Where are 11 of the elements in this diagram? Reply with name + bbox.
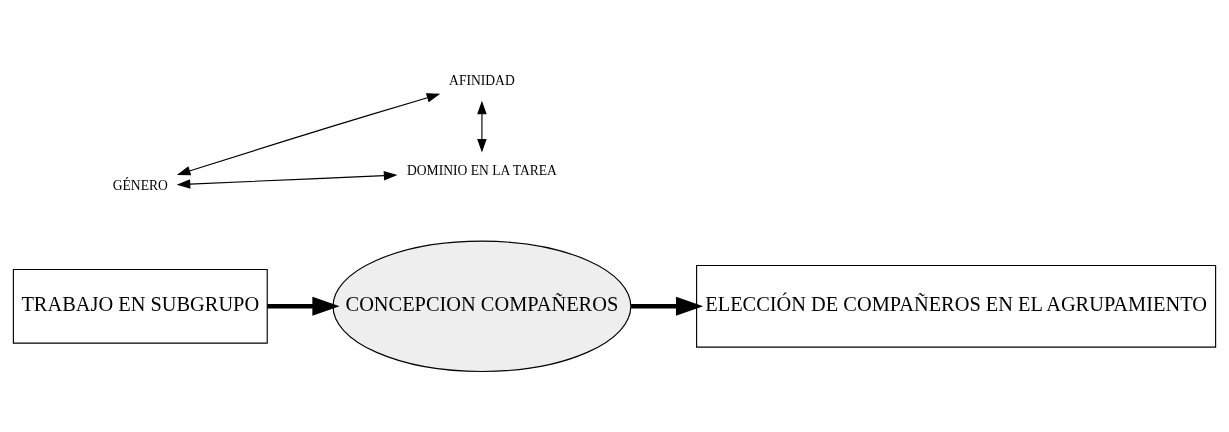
arrow <box>267 296 340 316</box>
node-box: TRABAJO EN SUBGRUPO <box>12 268 268 344</box>
node-text: GÉNERO <box>112 177 168 193</box>
arrow <box>631 296 704 316</box>
node-text: AFINIDAD <box>449 72 515 88</box>
node-box: ELECCIÓN DE COMPAÑEROS EN EL AGRUPAMIENTO <box>696 264 1217 348</box>
arrow <box>477 100 487 153</box>
node-text: DOMINIO EN LA TAREA <box>406 162 557 178</box>
arrow <box>176 170 398 189</box>
node-ellipse: CONCEPCION COMPAÑEROS <box>332 240 632 372</box>
arrow <box>176 92 441 175</box>
